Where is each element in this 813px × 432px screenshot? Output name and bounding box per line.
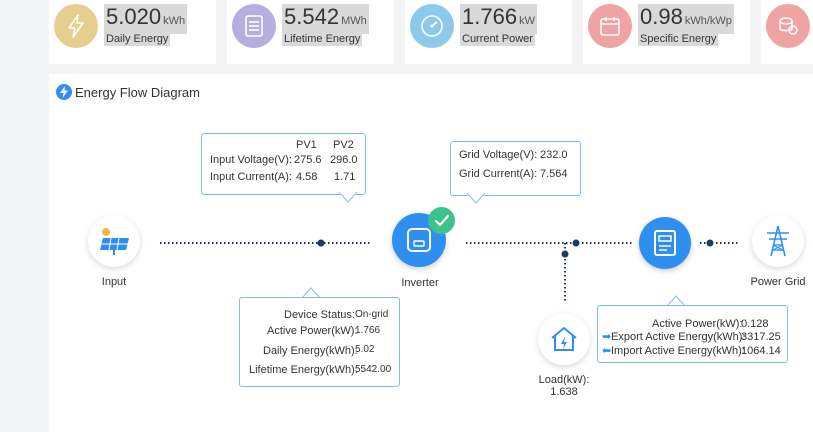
gauge-icon xyxy=(410,4,454,48)
input-tooltip xyxy=(201,133,366,195)
import-energy-label: Import Active Energy(kWh): xyxy=(611,345,745,357)
lightning-icon xyxy=(54,4,98,48)
kpi-card-partial xyxy=(761,0,813,64)
panel-title: Energy Flow Diagram xyxy=(75,85,200,100)
home-icon[interactable] xyxy=(538,313,590,365)
input-col-pv2: PV2 xyxy=(333,139,354,151)
input-voltage-pv1: 275.6 xyxy=(294,154,322,166)
device-status-label: Device Status: xyxy=(284,309,355,321)
input-current-pv2: 1.71 xyxy=(334,171,356,183)
import-energy-value: 1064.14 xyxy=(741,345,781,357)
current-power-label: Current Power xyxy=(460,33,535,46)
power-grid-label: Power Grid xyxy=(750,276,806,288)
export-arrow-icon: ➡ xyxy=(602,331,612,343)
calendar-icon xyxy=(588,4,632,48)
grid-voltage-label: Grid Voltage(V): xyxy=(459,149,538,161)
input-current-label: Input Current(A): xyxy=(210,171,292,183)
meter-tooltip xyxy=(597,305,788,363)
power-grid-icon[interactable] xyxy=(752,215,804,267)
inverter-lifetime-energy-value: 5542.00 xyxy=(355,364,392,375)
input-voltage-label: Input Voltage(V): xyxy=(210,154,292,166)
device-status-value: On-grid xyxy=(355,309,389,320)
input-current-pv1: 4.58 xyxy=(296,171,318,183)
grid-current-value: 7.564 xyxy=(540,168,568,180)
tooltip-pointer xyxy=(466,193,486,204)
input-voltage-pv2: 296.0 xyxy=(330,154,358,166)
inverter-active-power-label: Active Power(kW): xyxy=(267,325,358,337)
inverter-tooltip xyxy=(239,297,400,387)
grid-voltage-value: 232.0 xyxy=(540,149,568,161)
tooltip-pointer xyxy=(338,192,358,203)
import-arrow-icon: ⬅ xyxy=(602,345,612,357)
meter-active-power-value: 0.128 xyxy=(741,318,769,330)
solar-panel-icon[interactable] xyxy=(88,215,140,267)
lifetime-energy-label: Lifetime Energy xyxy=(282,33,363,46)
input-label: Input xyxy=(101,276,127,288)
specific-energy-label: Specific Energy xyxy=(638,33,719,46)
grid-tooltip xyxy=(450,141,581,196)
load-value: 1.638 xyxy=(550,386,578,398)
inverter-icon[interactable] xyxy=(392,213,446,267)
meter-active-power-label: Active Power(kW): xyxy=(652,318,743,330)
input-col-pv1: PV1 xyxy=(296,139,317,151)
inverter-lifetime-energy-label: Lifetime Energy(kWh): xyxy=(249,364,358,376)
inverter-daily-energy-label: Daily Energy(kWh): xyxy=(263,345,358,357)
lightning-icon xyxy=(56,84,72,100)
inverter-daily-energy-value: 5.02 xyxy=(355,344,375,355)
check-icon xyxy=(428,207,455,234)
coins-icon xyxy=(766,4,810,48)
grid-current-label: Grid Current(A): xyxy=(459,168,538,180)
load-label: Load(kW): xyxy=(538,374,590,386)
inverter-label: Inverter xyxy=(401,277,439,289)
meter-icon xyxy=(232,4,276,48)
daily-energy-label: Daily Energy xyxy=(104,33,171,46)
inverter-active-power-value: 1.766 xyxy=(355,325,381,336)
export-energy-label: Export Active Energy(kWh): xyxy=(611,331,746,343)
meter-icon[interactable] xyxy=(639,217,691,269)
export-energy-value: 3317.25 xyxy=(741,331,781,343)
